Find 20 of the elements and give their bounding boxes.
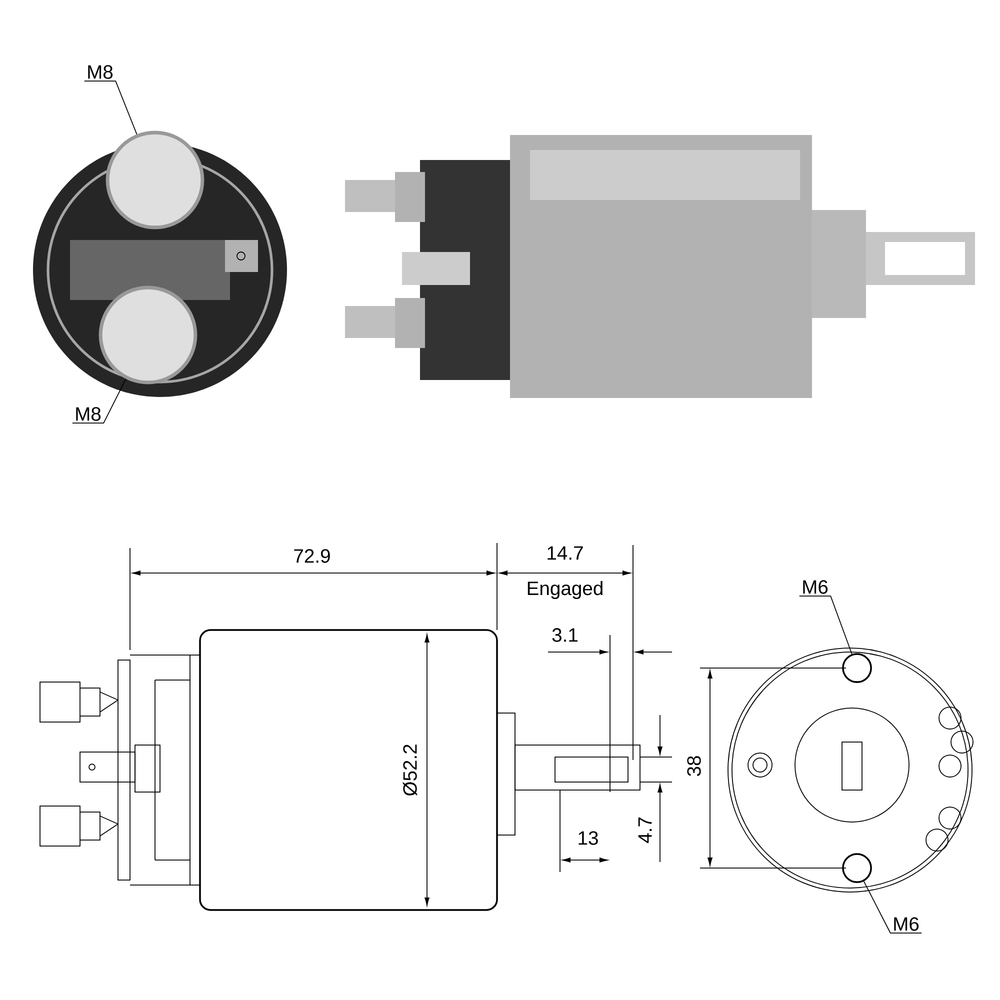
- dimension-label: 3.1: [552, 628, 578, 642]
- leader-line: [84, 80, 138, 135]
- thread-size-label: M8: [76, 407, 101, 421]
- thread-size-label: M6: [803, 580, 828, 594]
- dimension-label: 14.7: [548, 546, 583, 560]
- leader-line: [72, 378, 126, 424]
- mounting-hole: [842, 653, 872, 683]
- dimension-label: 13: [578, 831, 598, 845]
- dimension-label: 72.9: [294, 549, 330, 563]
- terminal-stud: [106, 130, 204, 230]
- dimension-label: Ø52.2: [402, 744, 418, 796]
- mounting-hole: [842, 853, 872, 883]
- dimension-label: 38: [687, 756, 701, 776]
- thread-size-label: M8: [88, 65, 113, 79]
- terminal-stud: [98, 286, 198, 384]
- leader-line: [863, 880, 922, 934]
- dimension-label: Engaged: [528, 581, 602, 599]
- thread-size-label: M6: [894, 917, 919, 931]
- dimension-label: 4.7: [638, 818, 652, 843]
- leader-line: [798, 596, 852, 654]
